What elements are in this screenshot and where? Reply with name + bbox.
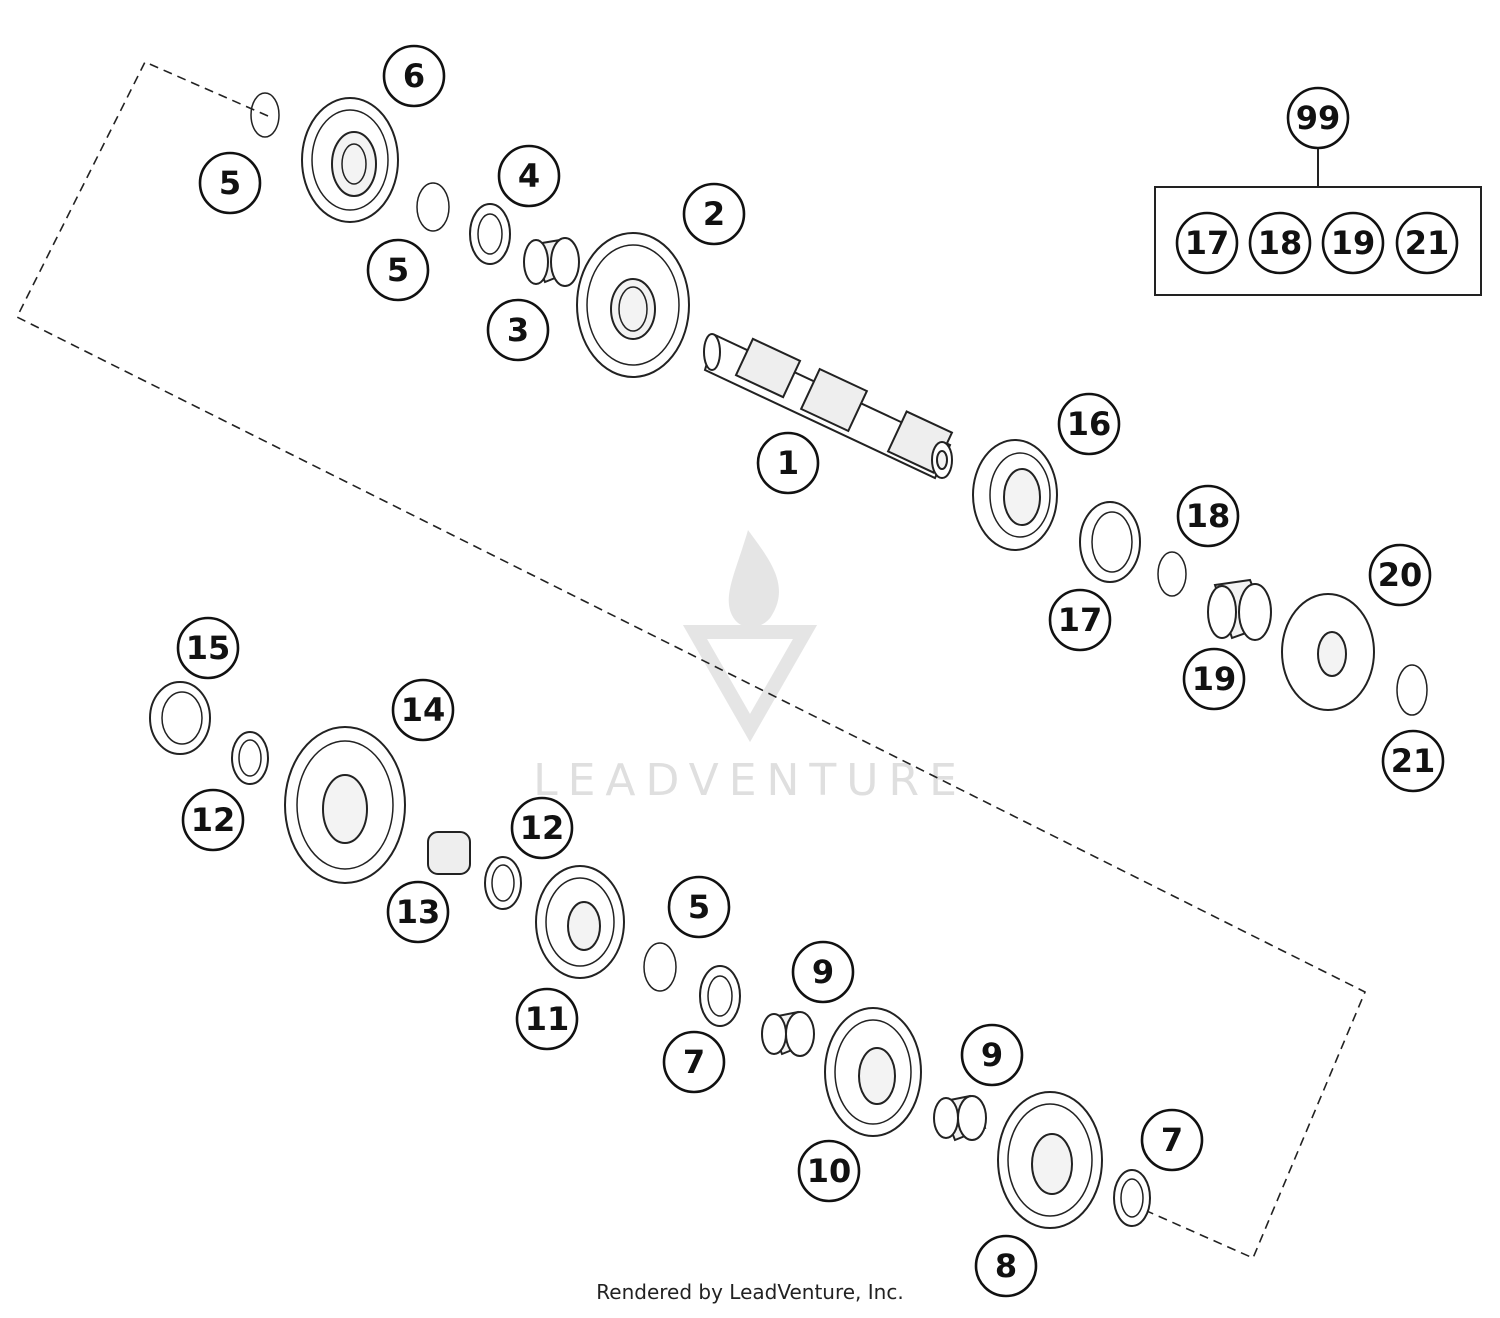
watermark-v-icon bbox=[682, 625, 818, 743]
part-12-washer-right bbox=[484, 856, 522, 910]
svg-text:7: 7 bbox=[1161, 1121, 1183, 1159]
part-16-bearing bbox=[972, 439, 1058, 551]
svg-text:4: 4 bbox=[518, 157, 540, 195]
part-1-mainshaft bbox=[703, 333, 954, 480]
callout-15: 15 bbox=[176, 616, 240, 680]
callout-3: 3 bbox=[486, 298, 550, 362]
part-2-gear bbox=[576, 232, 690, 378]
svg-text:19: 19 bbox=[1192, 660, 1237, 698]
svg-text:17: 17 bbox=[1058, 601, 1103, 639]
callout-7-lower: 7 bbox=[1140, 1108, 1204, 1172]
part-19-spacer bbox=[1207, 578, 1272, 641]
svg-text:9: 9 bbox=[981, 1036, 1003, 1074]
svg-text:20: 20 bbox=[1378, 556, 1423, 594]
part-4-washer bbox=[469, 203, 511, 265]
callout-99: 99 bbox=[1286, 86, 1350, 150]
part-6-gear bbox=[301, 97, 399, 223]
assembly-dashed-outline bbox=[15, 60, 1367, 1260]
svg-text:99: 99 bbox=[1296, 99, 1341, 137]
callout-17: 17 bbox=[1048, 588, 1112, 652]
watermark-flame-icon bbox=[728, 530, 779, 628]
callout-8: 8 bbox=[974, 1234, 1038, 1298]
svg-text:11: 11 bbox=[525, 1000, 570, 1038]
part-17-seal bbox=[1079, 501, 1141, 583]
part-3-bushing bbox=[523, 237, 580, 287]
kit-item-18: 18 bbox=[1248, 211, 1312, 275]
part-14-gear bbox=[284, 726, 406, 884]
part-5-circlip-upper bbox=[250, 92, 280, 138]
callout-2: 2 bbox=[682, 182, 746, 246]
svg-text:10: 10 bbox=[807, 1152, 852, 1190]
callout-21: 21 bbox=[1381, 729, 1445, 793]
kit-item-21: 21 bbox=[1395, 211, 1459, 275]
watermark-text: LEADVENTURE bbox=[533, 755, 967, 806]
svg-text:6: 6 bbox=[403, 57, 425, 95]
callout-14: 14 bbox=[391, 678, 455, 742]
svg-text:21: 21 bbox=[1391, 742, 1436, 780]
svg-text:16: 16 bbox=[1067, 405, 1112, 443]
svg-text:21: 21 bbox=[1405, 224, 1450, 262]
kit-item-19: 19 bbox=[1321, 211, 1385, 275]
part-21-circlip bbox=[1396, 664, 1428, 716]
callout-19: 19 bbox=[1182, 647, 1246, 711]
svg-text:8: 8 bbox=[995, 1247, 1017, 1285]
svg-text:13: 13 bbox=[396, 893, 441, 931]
watermark: LEADVENTURE bbox=[533, 530, 967, 806]
kit-item-17: 17 bbox=[1175, 211, 1239, 275]
svg-text:7: 7 bbox=[683, 1043, 705, 1081]
credit-text: Rendered by LeadVenture, Inc. bbox=[596, 1280, 904, 1304]
part-13-needle-bearing bbox=[427, 831, 471, 875]
callout-6: 6 bbox=[382, 44, 446, 108]
part-7-washer-lower bbox=[1113, 1169, 1151, 1227]
callout-18: 18 bbox=[1176, 484, 1240, 548]
svg-text:18: 18 bbox=[1258, 224, 1303, 262]
svg-text:5: 5 bbox=[387, 251, 409, 289]
svg-text:12: 12 bbox=[191, 801, 236, 839]
part-5-circlip-lower bbox=[643, 942, 677, 992]
part-15-bearing bbox=[149, 681, 211, 755]
part-12-washer-left bbox=[231, 731, 269, 785]
callout-4: 4 bbox=[497, 144, 561, 208]
svg-text:18: 18 bbox=[1186, 497, 1231, 535]
svg-text:1: 1 bbox=[777, 444, 799, 482]
callout-1: 1 bbox=[756, 431, 820, 495]
callout-5-lower: 5 bbox=[667, 875, 731, 939]
svg-text:2: 2 bbox=[703, 195, 725, 233]
callout-11: 11 bbox=[515, 987, 579, 1051]
callout-12-left: 12 bbox=[181, 788, 245, 852]
part-20-sprocket bbox=[1281, 593, 1375, 711]
callout-9-lower: 9 bbox=[960, 1023, 1024, 1087]
part-9-bushing-upper bbox=[761, 1010, 815, 1057]
part-5-circlip-mid bbox=[416, 182, 450, 232]
callout-5-upper: 5 bbox=[198, 151, 262, 215]
callout-16: 16 bbox=[1057, 392, 1121, 456]
callout-7-upper: 7 bbox=[662, 1030, 726, 1094]
part-11-gear bbox=[535, 865, 625, 979]
svg-text:19: 19 bbox=[1331, 224, 1376, 262]
callout-12-right: 12 bbox=[510, 796, 574, 860]
part-10-gear bbox=[824, 1007, 922, 1137]
callout-5-mid: 5 bbox=[366, 238, 430, 302]
callout-20: 20 bbox=[1368, 543, 1432, 607]
svg-text:5: 5 bbox=[219, 164, 241, 202]
svg-text:12: 12 bbox=[520, 809, 565, 847]
svg-text:5: 5 bbox=[688, 888, 710, 926]
svg-text:9: 9 bbox=[812, 953, 834, 991]
callout-10: 10 bbox=[797, 1139, 861, 1203]
part-7-washer-upper bbox=[699, 965, 741, 1027]
svg-text:3: 3 bbox=[507, 311, 529, 349]
part-18-o-ring bbox=[1157, 551, 1187, 597]
svg-text:15: 15 bbox=[186, 629, 231, 667]
callout-13: 13 bbox=[386, 880, 450, 944]
part-9-bushing-lower bbox=[933, 1094, 987, 1142]
callout-9-upper: 9 bbox=[791, 940, 855, 1004]
part-8-gear bbox=[997, 1091, 1103, 1229]
svg-text:17: 17 bbox=[1185, 224, 1230, 262]
svg-text:14: 14 bbox=[401, 691, 446, 729]
